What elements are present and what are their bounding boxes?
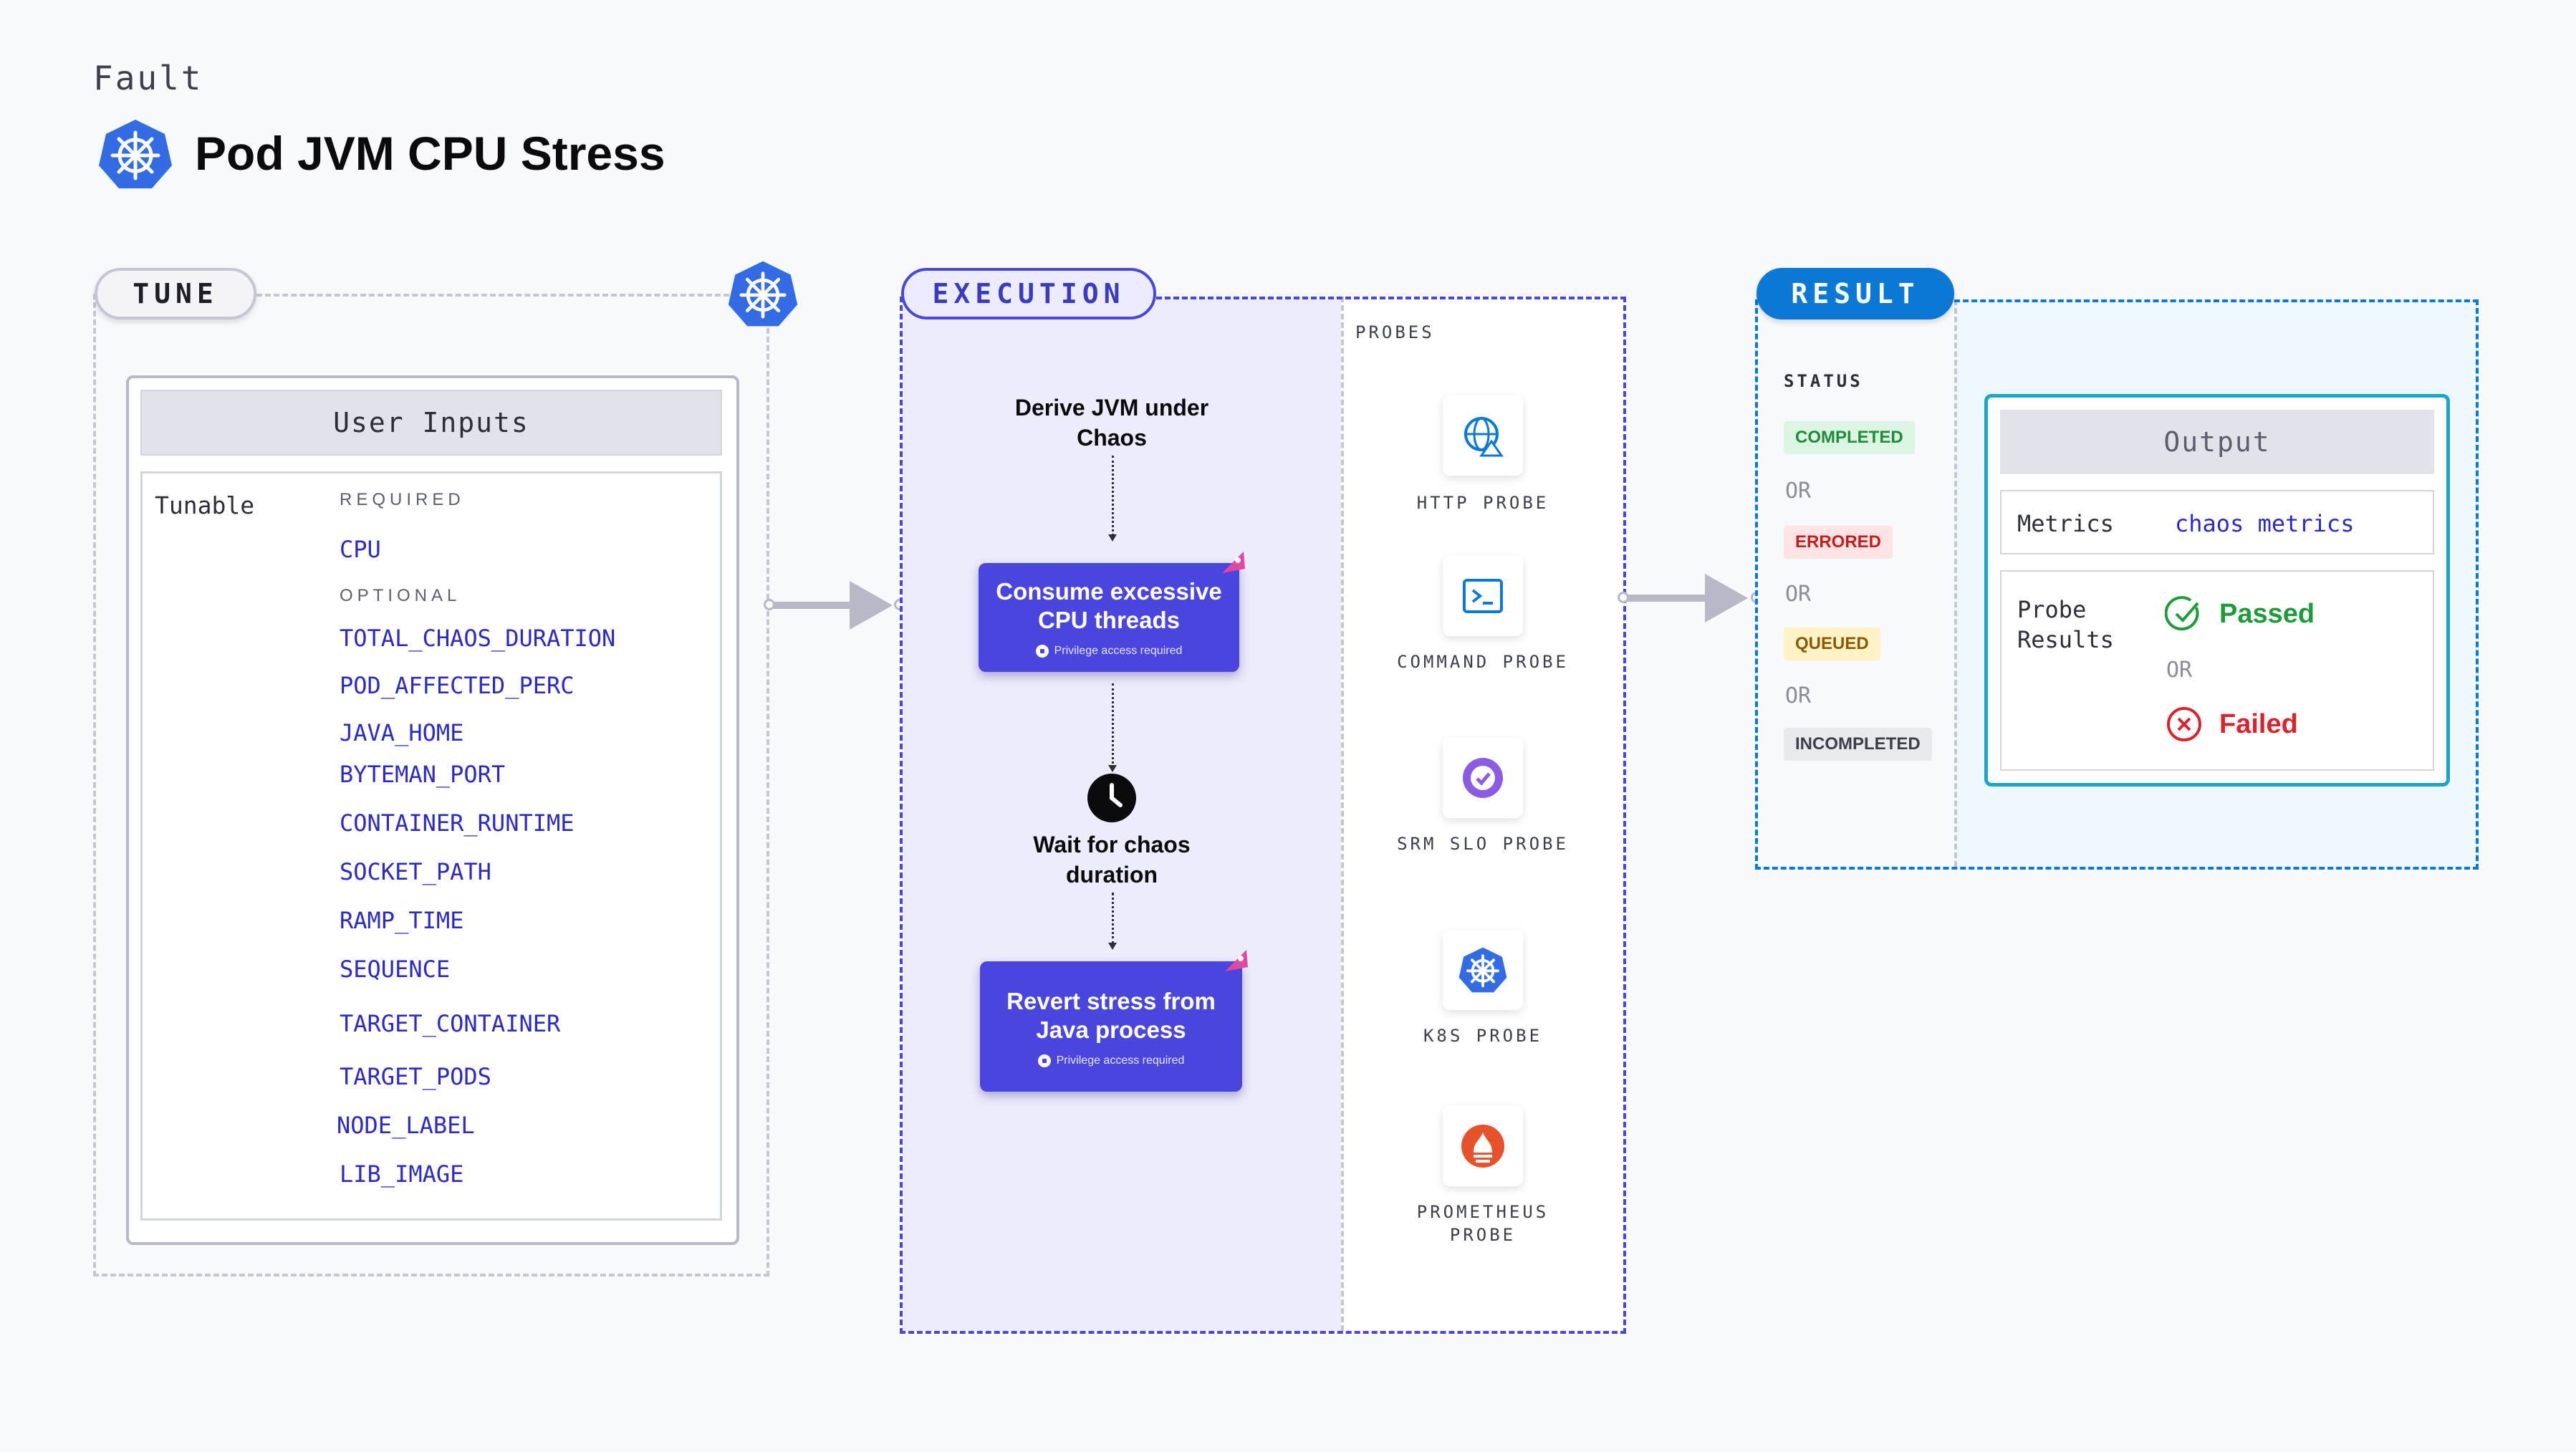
check-circle-icon <box>2165 596 2199 631</box>
k8s-probe-box <box>1443 930 1523 1010</box>
failed-label: Failed <box>2219 709 2298 739</box>
clock-icon <box>1087 774 1136 822</box>
prometheus-probe-box <box>1443 1106 1523 1186</box>
probes-label: PROBES <box>1355 322 1435 342</box>
or-text: OR <box>2166 658 2193 683</box>
privilege-text: Privilege access required <box>1054 645 1183 658</box>
chaos-tag-icon <box>1222 552 1245 573</box>
globe-icon <box>1464 417 1504 457</box>
execution-frame-top <box>1156 297 1626 299</box>
metrics-value: chaos metrics <box>2175 510 2355 537</box>
command-probe-label: COMMAND PROBE <box>1397 652 1569 672</box>
privilege-note: Privilege access required <box>979 645 1239 658</box>
http-probe-label: HTTP PROBE <box>1416 493 1549 513</box>
privilege-text: Privilege access required <box>1056 1054 1185 1067</box>
step-derive-jvm: Derive JVM under Chaos <box>1014 395 1209 451</box>
required-label: REQUIRED <box>340 490 465 509</box>
prometheus-icon <box>1461 1125 1504 1168</box>
status-badge-incompleted: INCOMPLETED <box>1784 728 1932 761</box>
flow-arrow-line <box>774 602 852 609</box>
flow-arrow-line <box>1628 595 1708 602</box>
output-title: Output <box>2000 410 2434 474</box>
prometheus-probe-label: PROMETHEUS PROBE <box>1416 1202 1549 1245</box>
status-badge-queued: QUEUED <box>1784 628 1880 660</box>
flow-arrow-head <box>1705 574 1748 622</box>
param-item: TOTAL_CHAOS_DURATION <box>340 625 616 652</box>
probe-results-label: Results <box>2017 626 2114 653</box>
param-item: RAMP_TIME <box>340 907 464 934</box>
command-probe-box <box>1443 556 1523 636</box>
flow-connector-head <box>1108 943 1117 950</box>
status-panel <box>1758 299 1956 867</box>
action-revert-stress: Revert stress from Java process Privileg… <box>980 961 1242 1092</box>
result-pill: RESULT <box>1756 268 1954 319</box>
tune-pill: TUNE <box>95 268 256 319</box>
probe-results-row <box>2000 570 2434 771</box>
srm-slo-icon <box>1463 758 1503 798</box>
srm-slo-probe-box <box>1443 738 1523 818</box>
action-consume-cpu: Consume excessive CPU threads Privilege … <box>979 563 1239 672</box>
tunable-label: Tunable <box>155 491 255 519</box>
tune-frame <box>93 294 769 1276</box>
optional-label: OPTIONAL <box>340 586 461 605</box>
passed-label: Passed <box>2219 599 2315 629</box>
param-item: TARGET_PODS <box>340 1063 491 1090</box>
user-inputs-title: User Inputs <box>140 390 722 456</box>
user-inputs-body <box>140 471 722 1221</box>
kubernetes-icon <box>728 261 798 327</box>
kubernetes-icon <box>1458 947 1507 993</box>
result-frame-top <box>1954 299 2479 302</box>
privilege-note: Privilege access required <box>980 1054 1242 1067</box>
flow-connector-head <box>1108 534 1117 542</box>
action-revert-stress-label: Revert stress from Java process <box>1006 988 1216 1043</box>
flow-arrow-head <box>850 581 893 630</box>
or-text: OR <box>1785 582 1812 607</box>
flow-connector-head <box>1108 765 1117 772</box>
param-item: SEQUENCE <box>340 956 451 983</box>
param-item: CONTAINER_RUNTIME <box>340 809 575 837</box>
http-probe-box <box>1443 395 1523 476</box>
param-item: LIB_IMAGE <box>340 1160 464 1188</box>
action-consume-cpu-label: Consume excessive CPU threads <box>996 578 1222 633</box>
metrics-row <box>2000 490 2434 554</box>
status-label: STATUS <box>1784 371 1863 391</box>
execution-divider <box>1341 297 1344 1331</box>
chaos-tag-icon <box>1225 950 1248 971</box>
or-text: OR <box>1785 479 1812 504</box>
step-wait-chaos: Wait for chaos duration <box>1033 832 1191 888</box>
param-item: TARGET_CONTAINER <box>340 1010 561 1037</box>
srm-slo-probe-label: SRM SLO PROBE <box>1397 834 1569 854</box>
k8s-probe-label: K8S PROBE <box>1423 1026 1543 1046</box>
terminal-icon <box>1463 579 1503 613</box>
status-badge-errored: ERRORED <box>1784 526 1893 559</box>
param-item: POD_AFFECTED_PERC <box>340 672 575 699</box>
or-text: OR <box>1785 683 1812 708</box>
probe-results-label: Probe <box>2017 596 2087 623</box>
param-cpu: CPU <box>340 536 381 563</box>
metrics-label: Metrics <box>2017 510 2114 537</box>
fault-label: Fault <box>93 59 203 97</box>
param-item: JAVA_HOME <box>340 719 464 746</box>
execution-pill: EXECUTION <box>901 268 1156 319</box>
kubernetes-icon <box>99 120 172 188</box>
param-item: NODE_LABEL <box>337 1112 475 1139</box>
param-item: SOCKET_PATH <box>340 858 491 885</box>
tune-frame-top <box>256 294 729 297</box>
result-divider <box>1954 299 1957 867</box>
flow-connector <box>1112 893 1114 944</box>
lock-icon <box>1035 645 1049 658</box>
lock-icon <box>1037 1054 1051 1067</box>
param-item: BYTEMAN_PORT <box>340 761 506 788</box>
flow-connector <box>1112 456 1114 536</box>
status-badge-completed: COMPLETED <box>1784 421 1915 454</box>
x-circle-icon <box>2167 707 2201 741</box>
flow-connector <box>1112 683 1114 768</box>
page-title: Pod JVM CPU Stress <box>195 127 665 180</box>
